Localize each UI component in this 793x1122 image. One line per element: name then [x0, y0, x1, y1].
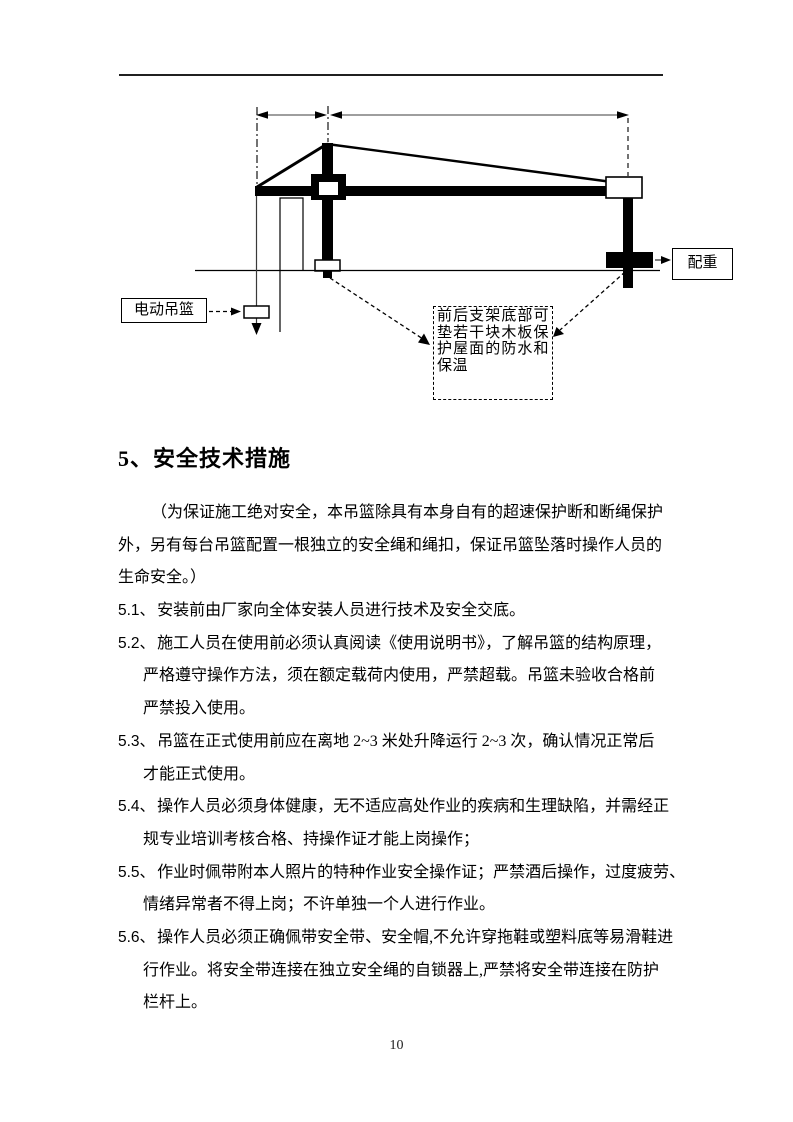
cradle-symbol — [243, 305, 270, 319]
item-text: 安装前由厂家向全体安装人员进行技术及安全交底。 — [157, 602, 526, 620]
mast-beam-joint-center — [319, 182, 338, 195]
list-item-5-5: 5.5、作业时佩带附本人照片的特种作业安全操作证；严禁酒后操作，过度疲劳、 — [118, 857, 718, 890]
item-text: 才能正式使用。 — [143, 765, 256, 783]
suspension-beam — [255, 186, 612, 196]
item-text: 情绪异常者不得上岗；不许单独一个人进行作业。 — [143, 896, 496, 914]
item-number: 5.3、 — [118, 732, 156, 750]
list-item-5-4: 5.4、操作人员必须身体健康，无不适应高处作业的疾病和生理缺陷，并需经正 — [118, 791, 718, 824]
support-padding-note-box: 前后支架底部可垫若干块木板保护屋面的防水和保温 — [433, 306, 553, 400]
item-text: 作业时佩带附本人照片的特种作业安全操作证；严禁酒后操作，过度疲劳、 — [157, 863, 686, 881]
note-callout-arrowhead-icon — [553, 327, 564, 337]
body-text: （为保证施工绝对安全，本吊篮除具有本身自有的超速保护断和断绳保护 外，另有每台吊… — [118, 497, 718, 1020]
rear-anchor-box — [605, 176, 643, 199]
front-support-foot — [314, 259, 341, 272]
section-heading: 5、安全技术措施 — [118, 446, 292, 471]
parapet-wall — [279, 197, 304, 332]
item-number: 5.1、 — [118, 602, 156, 620]
item-text: 施工人员在使用前必须认真阅读《使用说明书》，了解吊篮的结构原理， — [157, 634, 662, 652]
intro-line: 生命安全。） — [118, 569, 207, 587]
item-number: 5.4、 — [118, 798, 156, 816]
dimension-arrowhead-icon — [617, 111, 629, 119]
list-item-5-3: 5.3、吊篮在正式使用前应在离地 2~3 米处升降运行 2~3 次，确认情况正常… — [118, 726, 718, 759]
cradle-label-box: 电动吊篮 — [121, 298, 207, 323]
item-text: 严禁投入使用。 — [143, 700, 256, 718]
front-tie-cable — [256, 142, 328, 189]
wire-down-arrowhead-icon — [251, 323, 262, 335]
note-callout-line-rear — [559, 271, 626, 331]
intro-line: （为保证施工绝对安全，本吊篮除具有本身自有的超速保护断和断绳保护 — [151, 504, 664, 521]
front-support-stub — [323, 271, 332, 278]
list-item-5-2: 5.2、施工人员在使用前必须认真阅读《使用说明书》，了解吊篮的结构原理， — [118, 628, 718, 661]
cradle-label-arrowhead-icon — [231, 307, 241, 316]
note-callout-line-front — [329, 277, 424, 340]
rear-support-leg — [623, 198, 633, 288]
rigging-diagram — [119, 74, 671, 345]
note-callout-arrowhead-icon — [418, 333, 430, 345]
item-text: 吊篮在正式使用前应在离地 2~3 米处升降运行 2~3 次，确认情况正常后 — [157, 732, 655, 750]
item-number: 5.6、 — [118, 928, 156, 946]
dimension-arrowhead-icon — [330, 111, 342, 119]
rear-tie-cable — [326, 142, 613, 184]
dimension-arrowhead-icon — [315, 111, 327, 119]
list-item-5-1: 5.1、安装前由厂家向全体安装人员进行技术及安全交底。 — [118, 595, 718, 628]
front-mast — [322, 143, 333, 261]
item-text: 栏杆上。 — [143, 994, 208, 1012]
item-text: 操作人员必须正确佩带安全带、安全帽,不允许穿拖鞋或塑料底等易滑鞋进 — [157, 928, 674, 946]
item-number: 5.5、 — [118, 863, 156, 881]
item-number: 5.2、 — [118, 634, 156, 652]
intro-line: 外，另有每台吊篮配置一根独立的安全绳和绳扣，保证吊篮坠落时操作人员的 — [118, 536, 663, 554]
list-item-5-6: 5.6、操作人员必须正确佩带安全带、安全帽,不允许穿拖鞋或塑料底等易滑鞋进 — [118, 922, 718, 955]
counterweight-block — [606, 252, 653, 268]
counterweight-label-box: 配重 — [672, 248, 733, 280]
item-text: 严格遵守操作方法，须在额定载荷内使用，严禁超载。吊篮未验收合格前 — [143, 667, 656, 685]
page-number: 10 — [389, 1038, 404, 1053]
item-text: 操作人员必须身体健康，无不适应高处作业的疾病和生理缺陷，并需经正 — [157, 798, 670, 816]
item-text: 规专业培训考核合格、持操作证才能上岗操作； — [143, 830, 480, 848]
item-text: 行作业。将安全带连接在独立安全绳的自锁器上,严禁将安全带连接在防护 — [143, 961, 660, 979]
counterweight-pointer-arrowhead-icon — [661, 256, 671, 264]
dimension-arrowhead-icon — [256, 111, 268, 119]
